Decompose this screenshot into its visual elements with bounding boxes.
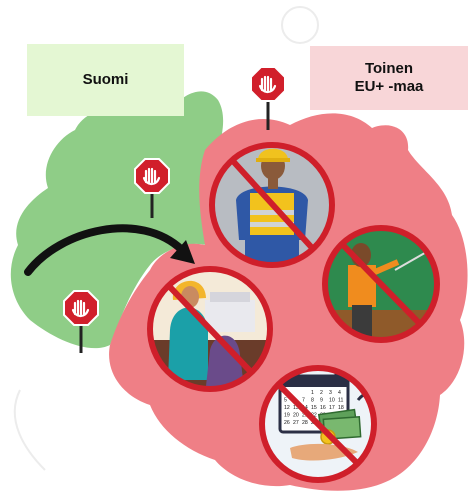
finland-region <box>10 91 224 349</box>
other-eu-country-label-line2: EU+ -maa <box>354 78 424 95</box>
calendar-day-number: 2 <box>320 390 323 396</box>
finland-label: Suomi <box>27 44 184 116</box>
calendar-day-number: 9 <box>320 398 323 404</box>
calendar-day-number: 5 <box>284 398 287 404</box>
calendar-day-number: 12 <box>284 405 290 411</box>
calendar-day-number: 7 <box>302 398 305 404</box>
calendar-day-number: 13 <box>293 405 299 411</box>
no-construction-work-icon <box>209 142 335 268</box>
calendar-day-number: 1 <box>311 390 314 396</box>
stop-sign-bottom <box>63 290 99 353</box>
calendar-day-number: 21 <box>302 413 308 419</box>
other-eu-country-label-line1: Toinen <box>364 60 414 77</box>
calendar-day-number: 15 <box>311 405 317 411</box>
calendar-day-number: 28 <box>302 420 308 426</box>
calendar-day-number: 26 <box>284 420 290 426</box>
calendar-day-number: 10 <box>329 398 335 404</box>
calendar-day-number: 16 <box>320 405 326 411</box>
calendar-day-number: 18 <box>338 405 344 411</box>
calendar-day-number: 11 <box>338 398 343 404</box>
other-eu-country-label: Toinen EU+ -maa <box>310 46 468 110</box>
no-paid-work-calendar-money-icon: 1234567891011121314151617181920212223242… <box>259 365 377 483</box>
finland-label-text: Suomi <box>82 71 129 88</box>
calendar-day-number: 4 <box>338 390 341 396</box>
calendar-day-number: 19 <box>284 413 290 419</box>
calendar-day-number: 20 <box>293 413 299 419</box>
calendar-day-number: 27 <box>293 420 299 426</box>
calendar-day-number: 8 <box>311 398 314 404</box>
stop-sign-top <box>250 66 286 130</box>
other-country-region <box>109 113 468 491</box>
stop-sign-middle <box>134 158 170 218</box>
curved-arrow-icon <box>24 224 195 276</box>
calendar-day-number: 3 <box>329 390 332 396</box>
calendar-day-number: 22 <box>311 413 317 419</box>
calendar-day-number: 17 <box>329 405 335 411</box>
